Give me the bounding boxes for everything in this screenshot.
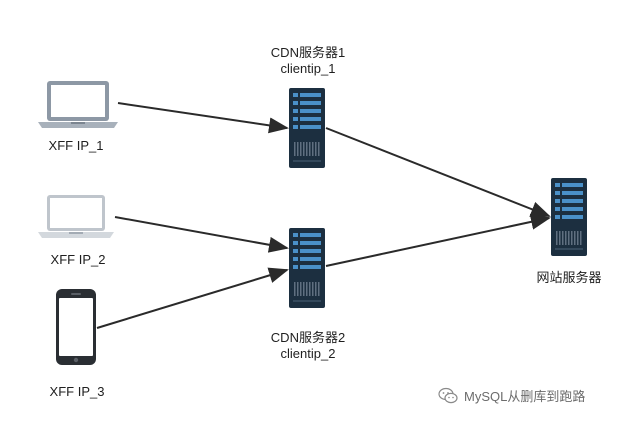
server-icon	[551, 178, 587, 261]
edge-cdn1-website	[325, 127, 551, 217]
phone-3-label: XFF IP_3	[49, 384, 105, 399]
cdn-2-clientip: clientip_2	[280, 346, 336, 361]
server-icon	[289, 88, 325, 173]
edge-phone3-cdn2	[96, 267, 289, 329]
wechat-icon	[438, 387, 458, 403]
laptop-icon	[38, 194, 114, 245]
cdn-2-name: CDN服务器2	[270, 330, 346, 345]
smartphone-icon	[56, 289, 96, 370]
laptop-1-label: XFF IP_1	[48, 138, 104, 153]
edge-laptop2-cdn2	[114, 216, 289, 253]
edge-cdn2-website	[325, 213, 551, 267]
website-server-label: 网站服务器	[536, 270, 602, 285]
watermark-text: MySQL从删库到跑路	[464, 389, 586, 404]
server-icon	[289, 228, 325, 313]
laptop-icon	[38, 80, 118, 135]
cdn-2-label: CDN服务器2 clientip_2	[271, 330, 345, 362]
edge-laptop1-cdn1	[117, 102, 289, 134]
cdn-1-label: CDN服务器1 clientip_1	[271, 45, 345, 77]
laptop-2-label: XFF IP_2	[50, 252, 106, 267]
cdn-1-clientip: clientip_1	[280, 61, 336, 76]
cdn-1-name: CDN服务器1	[270, 45, 346, 60]
watermark: MySQL从删库到跑路	[438, 386, 585, 405]
